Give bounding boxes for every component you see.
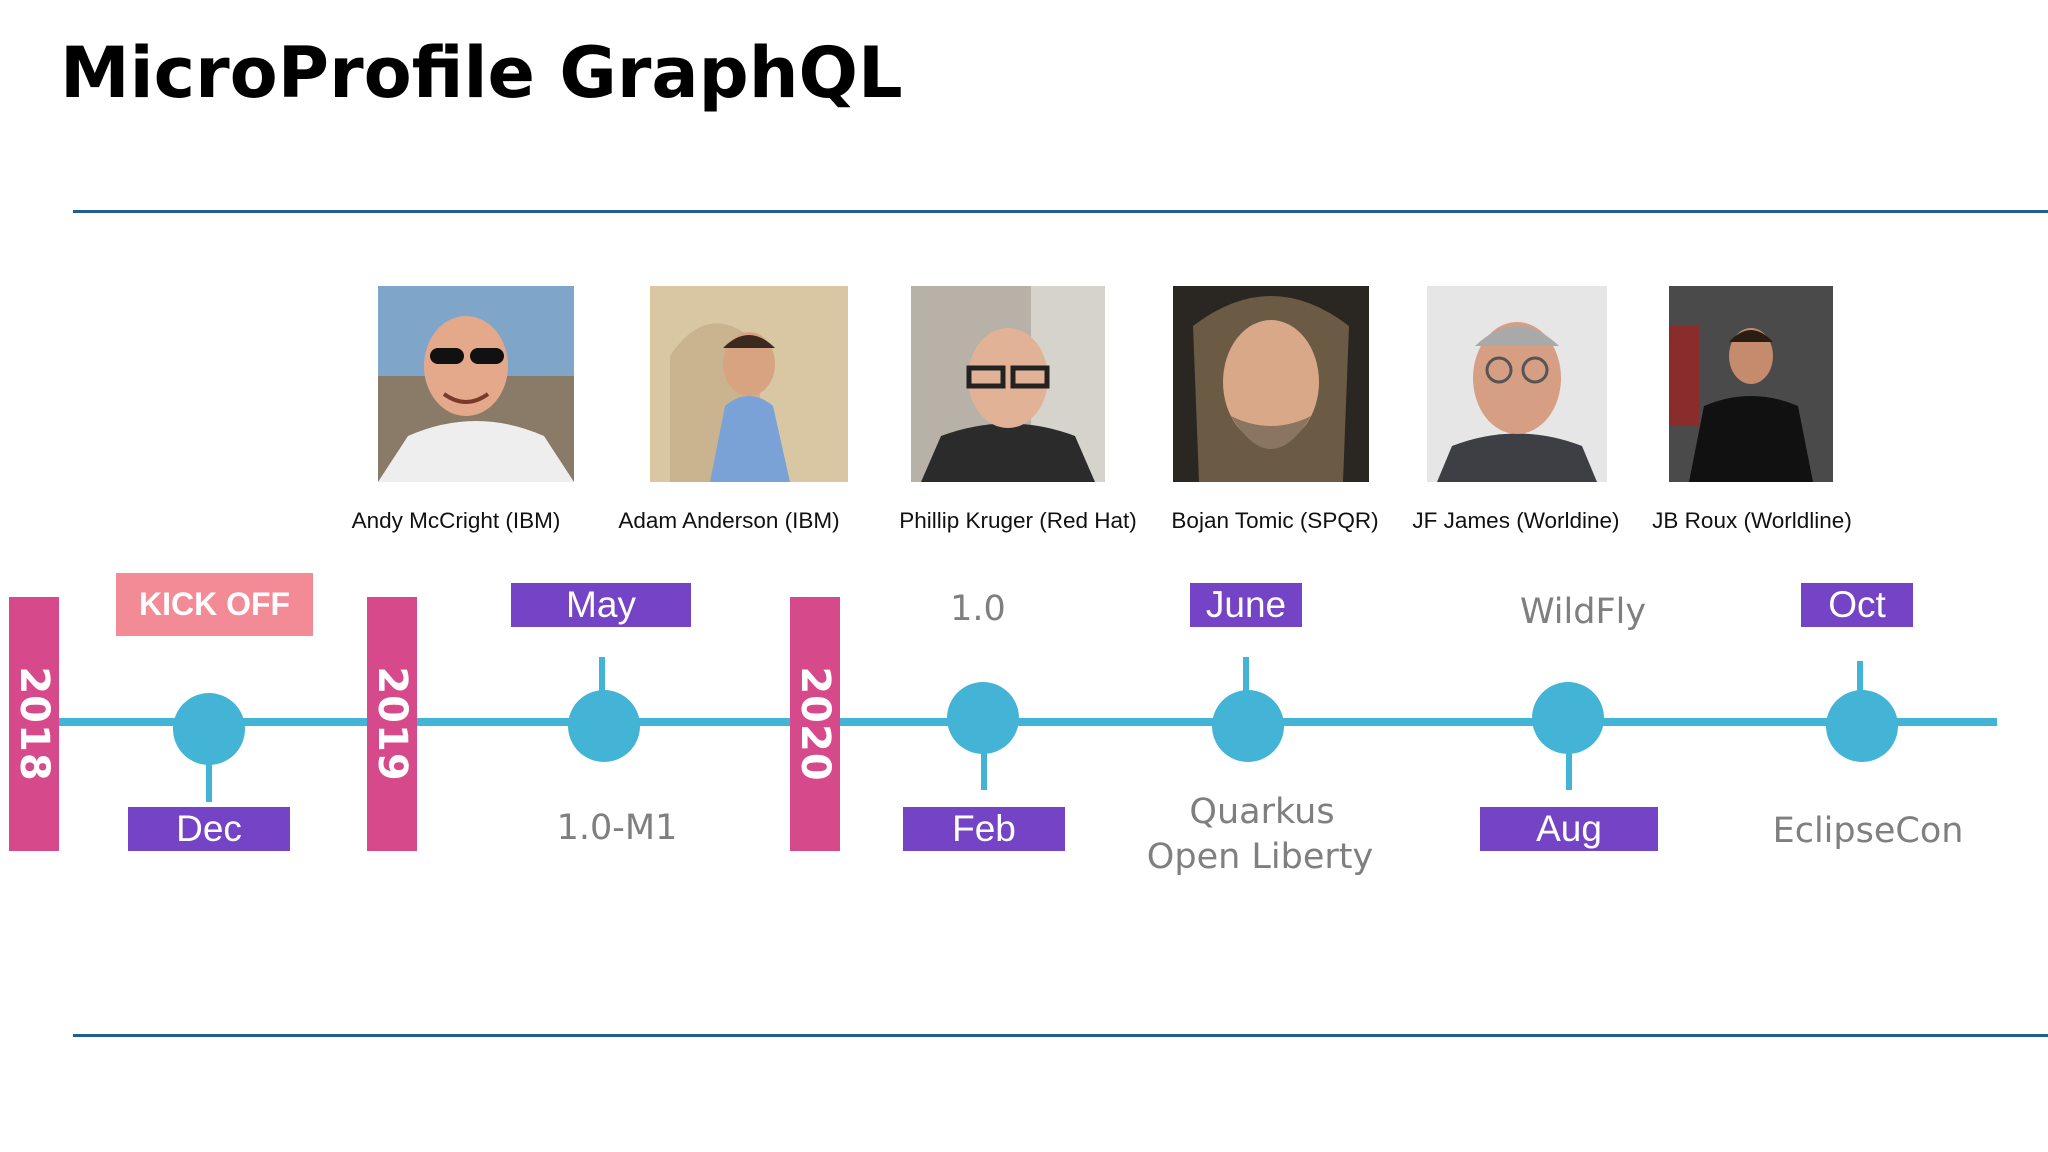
year-badge-2018: 2018	[9, 597, 59, 851]
release-open-liberty: Open Liberty	[1146, 837, 1374, 877]
release-1-0-m1: 1.0-M1	[556, 808, 678, 848]
kickoff-badge: KICK OFF	[116, 573, 313, 636]
release-quarkus: Quarkus	[1189, 792, 1335, 832]
milestone-node-aug	[1532, 682, 1604, 754]
person-name-3: Phillip Kruger (Red Hat)	[899, 508, 1137, 533]
month-badge-june: June	[1190, 583, 1302, 627]
release-wildfly: WildFly	[1519, 592, 1647, 632]
release-1-0: 1.0	[950, 589, 1006, 629]
year-label-2019: 2019	[369, 666, 415, 782]
photo-adam-anderson	[650, 286, 848, 482]
year-badge-2020: 2020	[790, 597, 840, 851]
milestone-node-may	[568, 690, 640, 762]
milestone-stem-aug	[1566, 752, 1572, 790]
year-label-2020: 2020	[792, 666, 838, 782]
bottom-divider	[73, 1034, 2048, 1037]
person-name-2: Adam Anderson (IBM)	[618, 508, 840, 533]
month-badge-dec: Dec	[128, 807, 290, 851]
year-badge-2019: 2019	[367, 597, 417, 851]
milestone-node-dec	[173, 693, 245, 765]
timeline-axis	[58, 718, 1997, 726]
photo-andy-mccright	[378, 286, 574, 482]
milestone-stem-oct	[1857, 661, 1863, 697]
release-eclipsecon: EclipseCon	[1772, 811, 1964, 851]
person-name-4: Bojan Tomic (SPQR)	[1171, 508, 1379, 533]
photo-phillip-kruger	[911, 286, 1105, 482]
photo-jf-james	[1427, 286, 1607, 482]
slide-title: MicroProfile GraphQL	[60, 32, 903, 114]
month-badge-oct: Oct	[1801, 583, 1913, 627]
person-name-6: JB Roux (Worldline)	[1652, 508, 1852, 533]
milestone-stem-dec	[206, 760, 212, 802]
milestone-stem-june	[1243, 657, 1249, 697]
milestone-stem-may	[599, 657, 605, 697]
milestone-node-june	[1212, 690, 1284, 762]
year-label-2018: 2018	[11, 666, 57, 782]
month-badge-aug: Aug	[1480, 807, 1658, 851]
person-name-5: JF James (Worldine)	[1412, 508, 1620, 533]
milestone-stem-feb	[981, 752, 987, 790]
top-divider	[73, 210, 2048, 213]
milestone-node-oct	[1826, 690, 1898, 762]
photo-jb-roux	[1669, 286, 1833, 482]
milestone-node-feb	[947, 682, 1019, 754]
month-badge-feb: Feb	[903, 807, 1065, 851]
month-badge-may: May	[511, 583, 691, 627]
photo-bojan-tomic	[1173, 286, 1369, 482]
person-name-1: Andy McCright (IBM)	[351, 508, 561, 533]
